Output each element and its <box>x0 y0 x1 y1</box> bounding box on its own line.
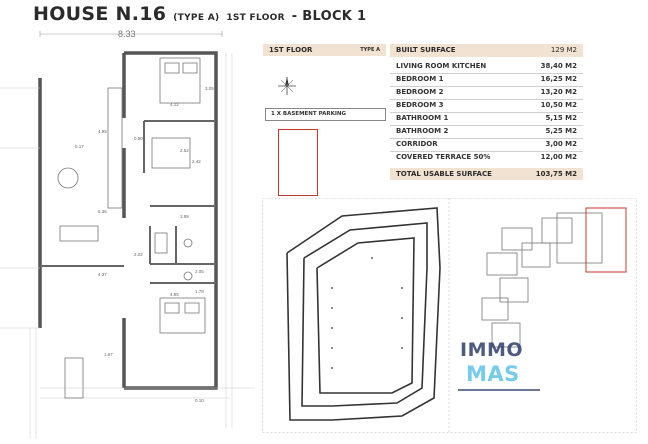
floor-label: 1ST FLOOR <box>226 13 285 23</box>
room-name: BATHROOM 1 <box>396 114 449 122</box>
site-plans <box>262 198 637 433</box>
page-title: HOUSE N.16 (TYPE A) 1ST FLOOR - BLOCK 1 <box>33 3 366 25</box>
type-title: TYPE A <box>360 47 380 53</box>
room-area: 12,00 M2 <box>540 153 577 161</box>
surface-row: BATHROOM 2 5,25 M2 <box>390 127 583 138</box>
room-area: 16,25 M2 <box>540 75 577 83</box>
brand-logo: IMMO MAS <box>458 339 540 405</box>
logo-underline <box>458 389 540 391</box>
dim-14: 2.02 <box>134 252 143 257</box>
divider <box>390 86 583 87</box>
surface-row: COVERED TERRACE 50% 12,00 M2 <box>390 153 583 164</box>
surface-row: BEDROOM 1 16,25 M2 <box>390 75 583 86</box>
room-area: 13,20 M2 <box>540 88 577 96</box>
page-header: HOUSE N.16 (TYPE A) 1ST FLOOR - BLOCK 1 <box>0 0 648 30</box>
top-dimension: 8.33 <box>118 29 136 39</box>
surface-row: BATHROOM 1 5,15 M2 <box>390 114 583 125</box>
dim-12: 4.37 <box>98 272 107 277</box>
built-surface-label: BUILT SURFACE <box>396 46 456 54</box>
built-surface-row: BUILT SURFACE 129 M2 <box>390 44 583 57</box>
parking-box: 1 X BASEMENT PARKING <box>265 108 386 121</box>
parking-label: 1 X BASEMENT PARKING <box>271 111 347 117</box>
total-surface-row: TOTAL USABLE SURFACE 103,75 M2 <box>390 168 583 180</box>
room-name: COVERED TERRACE 50% <box>396 153 491 161</box>
floor-plan-drawing: 8.33 <box>0 29 255 439</box>
site-plan-drawing <box>262 198 637 433</box>
dim-10: 2.05 <box>195 269 204 274</box>
room-name: BATHROOM 2 <box>396 127 449 135</box>
dim-5: 2.42 <box>192 159 201 164</box>
floor-title: 1ST FLOOR <box>269 46 313 54</box>
divider <box>390 73 583 74</box>
divider <box>390 151 583 152</box>
room-name: BEDROOM 2 <box>396 88 444 96</box>
house-name: HOUSE N.16 <box>33 3 167 25</box>
room-name: LIVING ROOM KITCHEN <box>396 62 487 70</box>
house-type: (TYPE A) <box>173 13 220 23</box>
compass-icon <box>278 77 296 95</box>
dim-1: 4.12 <box>170 102 179 107</box>
room-area: 10,50 M2 <box>540 101 577 109</box>
dim-4: 2.52 <box>180 148 189 153</box>
logo-text-bottom: MAS <box>466 362 520 386</box>
total-surface-value: 103,75 M2 <box>535 170 577 178</box>
dim-11: 1.78 <box>195 289 204 294</box>
block-label: - BLOCK 1 <box>291 9 367 24</box>
surface-table: BUILT SURFACE 129 M2 LIVING ROOM KITCHEN… <box>390 44 583 184</box>
dim-2: 3.05 <box>205 86 214 91</box>
logo-text-top: IMMO <box>460 339 524 361</box>
room-name: BEDROOM 3 <box>396 101 444 109</box>
dim-6: 5.17 <box>75 144 84 149</box>
dim-13: 4.95 <box>170 292 179 297</box>
info-panel: 1ST FLOOR TYPE A 1 X BASEMENT PARKING <box>263 44 386 196</box>
floor-plan: 8.33 <box>0 28 255 439</box>
room-name: CORRIDOR <box>396 140 438 148</box>
dim-9: 5.36 <box>98 209 107 214</box>
divider <box>390 125 583 126</box>
surface-row: BEDROOM 2 13,20 M2 <box>390 88 583 99</box>
dim-7: 3.89 <box>180 214 189 219</box>
room-name: BEDROOM 1 <box>396 75 444 83</box>
surface-row: LIVING ROOM KITCHEN 38,40 M2 <box>390 62 583 73</box>
divider <box>390 138 583 139</box>
divider <box>390 99 583 100</box>
room-area: 38,40 M2 <box>540 62 577 70</box>
dim-16: 0.10 <box>195 398 204 403</box>
divider <box>390 112 583 113</box>
unit-location-marker <box>278 129 318 196</box>
room-area: 5,15 M2 <box>545 114 577 122</box>
dim-8: 0.90 <box>134 136 143 141</box>
unit-highlight <box>585 207 627 273</box>
surface-row: CORRIDOR 3,00 M2 <box>390 140 583 151</box>
info-panel-header: 1ST FLOOR TYPE A <box>263 44 386 56</box>
surface-row: BEDROOM 3 10,50 M2 <box>390 101 583 112</box>
total-surface-label: TOTAL USABLE SURFACE <box>396 170 492 178</box>
dim-3: 4.95 <box>98 129 107 134</box>
room-area: 5,25 M2 <box>545 127 577 135</box>
dim-15: 1.67 <box>104 352 113 357</box>
room-area: 3,00 M2 <box>545 140 577 148</box>
built-surface-value: 129 M2 <box>550 46 577 54</box>
